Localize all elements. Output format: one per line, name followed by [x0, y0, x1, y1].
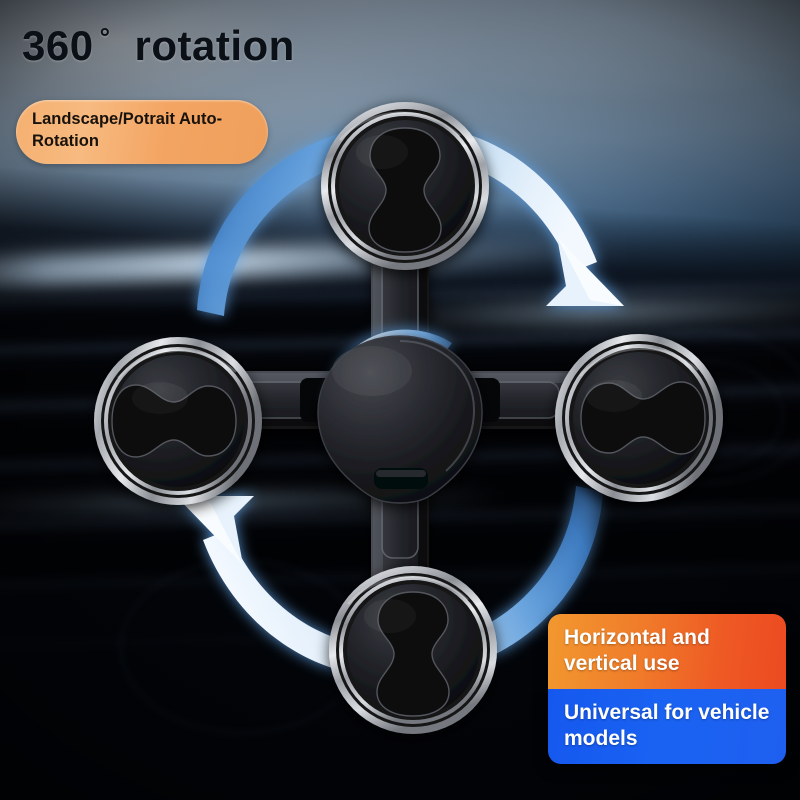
- feature-badge-stack: Horizontal and vertical use Universal fo…: [548, 614, 786, 764]
- badge-compatibility: Universal for vehicle models: [548, 689, 786, 764]
- badge-compatibility-label: Universal for vehicle models: [564, 701, 770, 750]
- mount-top: [321, 102, 489, 270]
- arrow-bottom-clockwise: [176, 486, 603, 679]
- center-hub: [317, 335, 483, 504]
- mount-left: [94, 337, 262, 505]
- page-title: 360° rotation: [22, 22, 295, 70]
- headline-number: 360: [22, 22, 94, 69]
- badge-orientation: Horizontal and vertical use: [548, 614, 786, 690]
- mount-right: [555, 334, 723, 502]
- feature-pill-auto-rotation: Landscape/Potrait Auto-Rotation: [16, 100, 268, 164]
- feature-pill-label: Landscape/Potrait Auto-Rotation: [32, 110, 223, 150]
- headline-word: rotation: [134, 22, 295, 69]
- mount-bottom: [329, 566, 497, 734]
- degree-symbol: °: [99, 22, 111, 52]
- badge-orientation-label: Horizontal and vertical use: [564, 626, 710, 675]
- arrow-top-clockwise: [197, 123, 624, 316]
